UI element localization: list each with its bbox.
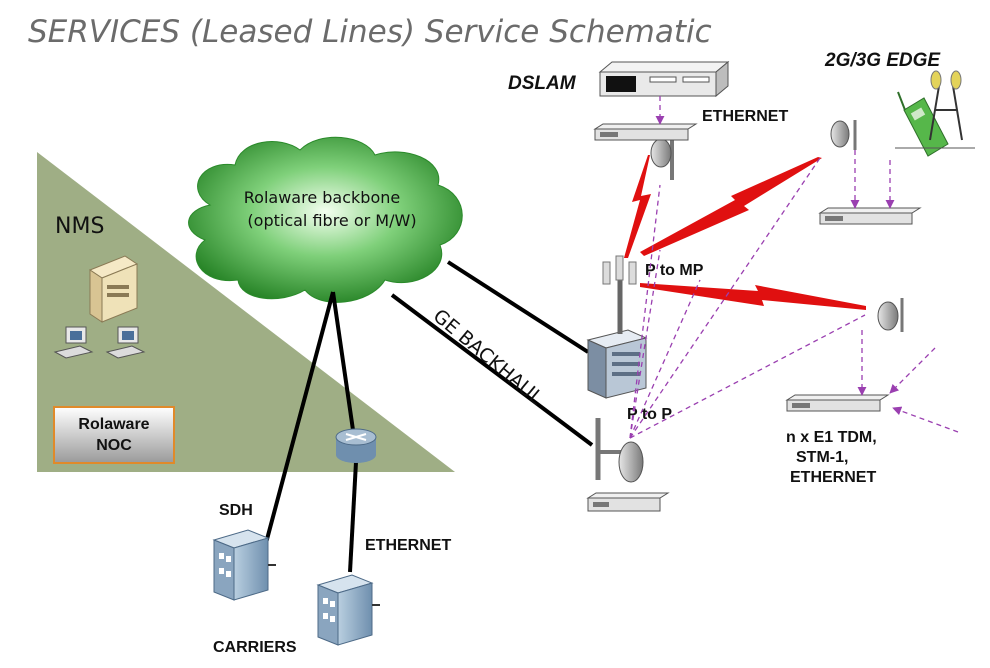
carriers-label: CARRIERS [213,639,297,656]
cloud-label-line2: (optical fibre or M/W) [247,211,416,230]
cell-tower-icon [895,70,975,149]
sdh-link [260,291,335,559]
server-icon [88,255,139,323]
nms-label: NMS [55,214,104,239]
terminal-unit [818,207,922,225]
noc-label-line1: Rolaware [78,416,149,433]
terminal-unit [593,123,698,141]
lightning-bolt-edge [640,157,822,256]
dslam-icon [598,60,730,98]
workstation-icon [105,326,146,359]
noc-label-line2: NOC [96,437,132,454]
page-title: SERVICES (Leased Lines) Service Schemati… [28,14,712,50]
mobile-phone-icon [897,91,949,157]
terminal-unit [785,394,890,412]
ethernet-carrier-link [348,461,358,573]
base-station-cabinet [586,329,648,399]
dish-antenna-icon [830,120,857,150]
terminal-unit [586,492,670,512]
router-link [331,291,355,431]
workstation-icon [53,326,94,359]
sdh-label: SDH [219,502,253,519]
lightning-bolt-up [624,155,651,258]
lightning-bolt-remote [640,283,866,310]
ge-backhaul-line-1 [446,260,590,354]
tower-icon [602,255,637,334]
edge-label: 2G/3G EDGE [824,50,941,71]
dish-antenna-icon [595,418,644,483]
p-to-mp-label: P to MP [645,262,704,279]
ethernet-label-bottom: ETHERNET [365,537,451,554]
services-label-line1: n x E1 TDM, [786,429,877,446]
dslam-label: DSLAM [508,73,577,94]
ge-backhaul-label: GE BACKHAUL [429,305,548,410]
dashed-links [629,96,959,439]
services-label-line3: ETHERNET [790,469,876,486]
services-label-line2: STM-1, [796,449,848,466]
dish-antenna-icon [877,298,904,332]
ge-backhaul-line-2 [390,293,594,447]
router-icon [335,428,377,463]
nms-zone [37,152,455,472]
cloud-label-line1: Rolaware backbone [244,188,400,207]
ethernet-label-top: ETHERNET [702,108,788,125]
building-icon [316,574,380,646]
noc-box: Rolaware NOC [53,406,175,464]
building-icon [212,529,276,601]
backbone-cloud: Rolaware backbone (optical fibre or M/W) [188,136,463,303]
